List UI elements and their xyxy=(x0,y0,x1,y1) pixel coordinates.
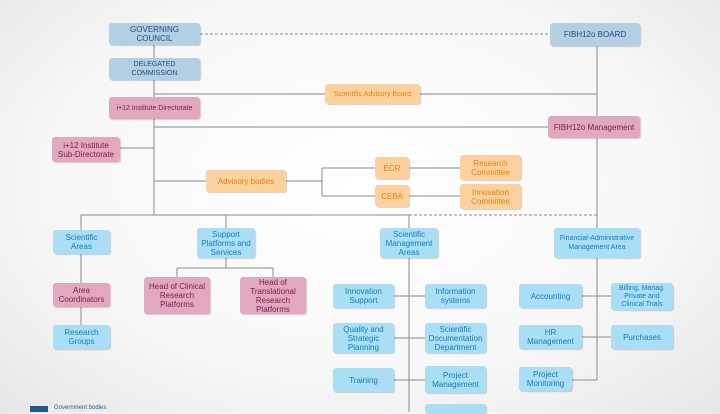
legend-government-swatch xyxy=(30,406,48,412)
billing-node[interactable]: Billing, Manag. Private and Clinical Tri… xyxy=(611,283,673,310)
training-node[interactable]: Training xyxy=(333,368,394,392)
project-monitoring-node[interactable]: Project Monitoring xyxy=(519,367,572,391)
ceba-node[interactable]: CEBA xyxy=(375,185,409,207)
innovation-support-node[interactable]: Innovation Support xyxy=(333,284,394,308)
scientific-advisory-board-node[interactable]: Scientific Advisory Board xyxy=(325,84,420,104)
quality-strategic-planning-node[interactable]: Quality and Strategic Planning xyxy=(333,323,394,353)
innovation-committee-node[interactable]: Innovation Committee xyxy=(460,184,521,209)
head-translational-platforms-node[interactable]: Head of Translational Research Platforms xyxy=(240,277,306,314)
hr-management-node[interactable]: HR Management xyxy=(519,325,582,349)
advisory-bodies-node[interactable]: Advisory bodies xyxy=(206,170,286,192)
legend-government-label: Government bodies xyxy=(54,405,107,411)
fibh-board-node[interactable]: FIBH12o BOARD xyxy=(550,23,640,46)
accounting-node[interactable]: Accounting xyxy=(519,284,582,308)
governing-council-node[interactable]: GOVERNING COUNCIL xyxy=(109,23,200,45)
research-groups-node[interactable]: Research Groups xyxy=(53,325,110,349)
information-systems-node[interactable]: Information systems xyxy=(425,284,486,308)
partial-node xyxy=(425,404,486,414)
scientific-documentation-node[interactable]: Scientific Documentation Department xyxy=(425,323,486,353)
support-platforms-node[interactable]: Support Platforms and Services xyxy=(197,228,255,258)
research-committee-node[interactable]: Research Committee xyxy=(460,155,521,180)
scientific-management-areas-node[interactable]: Scientific Management Areas xyxy=(380,228,438,258)
scientific-areas-node[interactable]: Scientific Areas xyxy=(53,230,110,254)
area-coordinators-node[interactable]: Area Coordinators xyxy=(53,283,110,307)
project-management-node[interactable]: Project Management xyxy=(425,366,486,393)
institute-directorate-node[interactable]: i+12 Institute Directorate xyxy=(109,97,200,119)
institute-subdirectorate-node[interactable]: i+12 Institute Sub-Directorate xyxy=(52,137,120,162)
purchases-node[interactable]: Purchases xyxy=(611,325,673,349)
fibh-management-node[interactable]: FIBH12o Management xyxy=(548,116,640,138)
ecr-node[interactable]: ECR xyxy=(375,157,409,179)
financial-admin-area-node[interactable]: Financial-Administrative Management Area xyxy=(554,228,640,258)
delegated-commission-node[interactable]: DELEGATED COMMISSION xyxy=(109,58,200,80)
head-clinical-platforms-node[interactable]: Head of Clinical Research Platforms xyxy=(144,277,210,314)
